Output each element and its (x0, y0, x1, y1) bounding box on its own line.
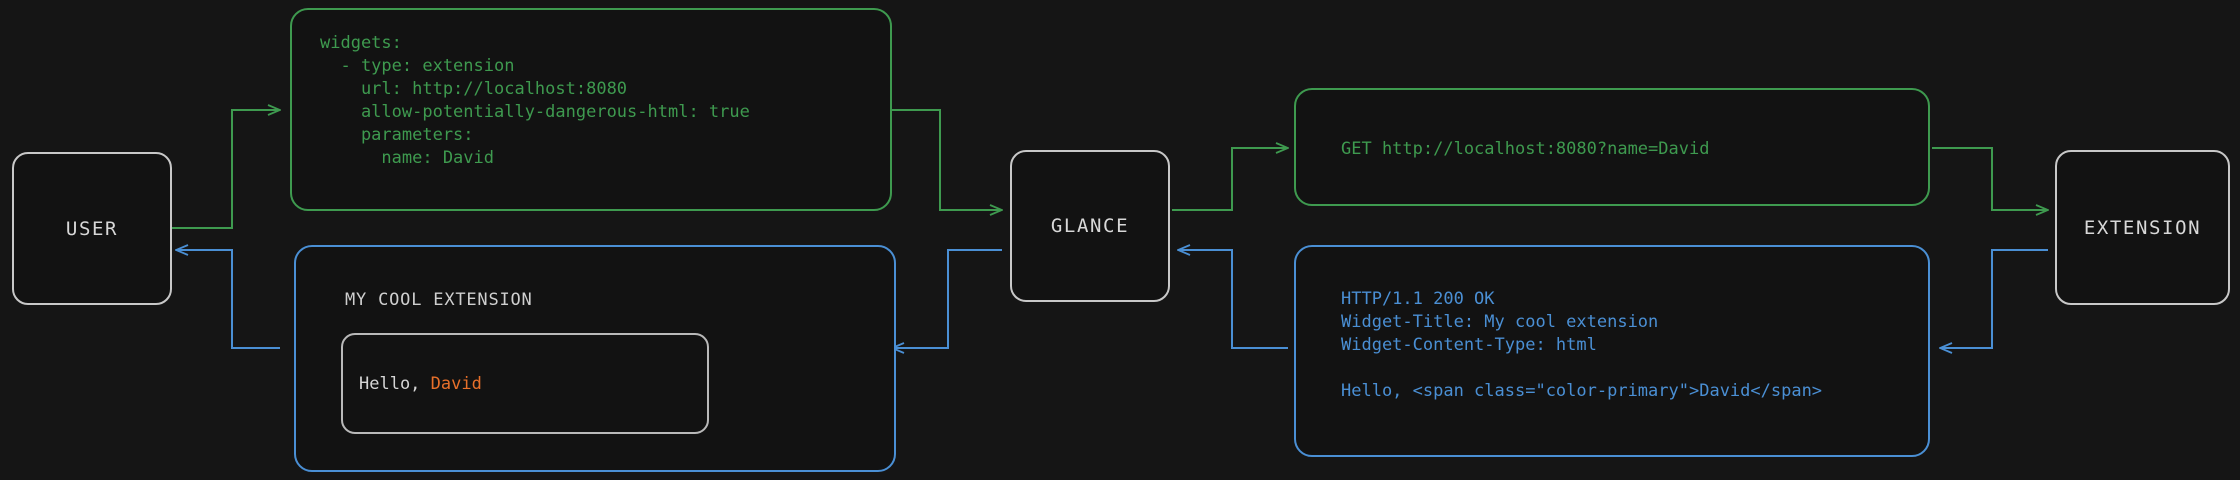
wire-extension-to-response (1940, 249, 2048, 348)
wire-response-to-glance (1178, 250, 1288, 349)
node-extension-label: EXTENSION (2083, 216, 2202, 239)
widget-preview-greeting: Hello, David (343, 374, 482, 394)
node-glance[interactable]: GLANCE (1010, 150, 1170, 302)
node-user-label: USER (65, 217, 119, 240)
wire-config-to-glance (892, 109, 1002, 210)
panel-http-request[interactable]: GET http://localhost:8080?name=David (1294, 88, 1930, 206)
http-request-text: GET http://localhost:8080?name=David (1341, 139, 1710, 159)
config-yaml-text: widgets: - type: extension url: http://l… (320, 33, 750, 168)
wire-glance-to-request (1172, 148, 1288, 211)
node-extension[interactable]: EXTENSION (2055, 150, 2230, 305)
widget-preview-title: MY COOL EXTENSION (345, 290, 533, 310)
wire-glance-to-widget (892, 249, 1002, 348)
wire-user-to-config (172, 110, 280, 229)
panel-widget-preview[interactable]: MY COOL EXTENSION Hello, David (294, 245, 896, 472)
http-response-text: HTTP/1.1 200 OK Widget-Title: My cool ex… (1341, 289, 1823, 401)
widget-greeting-name: David (430, 373, 482, 394)
wire-widget-to-user (176, 250, 280, 349)
widget-greeting-prefix: Hello, (359, 373, 431, 394)
widget-preview-body: Hello, David (341, 333, 709, 434)
node-glance-label: GLANCE (1050, 215, 1130, 237)
node-user[interactable]: USER (12, 152, 172, 305)
panel-http-response[interactable]: HTTP/1.1 200 OK Widget-Title: My cool ex… (1294, 245, 1930, 457)
panel-config-yaml[interactable]: widgets: - type: extension url: http://l… (290, 8, 892, 211)
wire-request-to-extension (1932, 147, 2048, 210)
